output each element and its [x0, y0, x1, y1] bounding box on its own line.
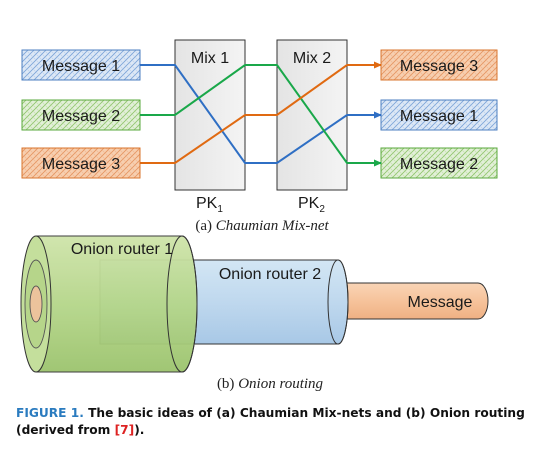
message-label: Message: [408, 294, 473, 311]
pk-2-label: PK2: [298, 195, 325, 215]
route-message-3: [140, 61, 382, 164]
figure-canvas: Mix 1 Mix 2 PK1 PK2 Message 1 Message 2 …: [20, 39, 498, 392]
onion-router-1: Onion router 1: [20, 235, 198, 373]
mixnet-caption: (a) Chaumian Mix-net: [195, 218, 329, 234]
mix-1-title: Mix 1: [191, 50, 229, 67]
mix-1-box: Mix 1: [174, 39, 246, 191]
onion-diagram: Message Onion router 2 Onion router 1 (b…: [20, 235, 489, 392]
output-message-1: Message 1: [380, 99, 498, 131]
mix-routes: [140, 61, 382, 167]
output-message-2-label: Message 2: [400, 156, 478, 173]
input-message-3-label: Message 3: [42, 156, 120, 173]
onion-caption: (b) Onion routing: [217, 376, 324, 392]
output-message-1-label: Message 1: [400, 108, 478, 125]
onion-router-1-label: Onion router 1: [71, 241, 173, 258]
input-message-2-label: Message 2: [42, 108, 120, 125]
figure-reference-link[interactable]: [7]: [114, 423, 135, 437]
mixnet-diagram: Mix 1 Mix 2 PK1 PK2 Message 1 Message 2 …: [21, 39, 498, 234]
figure-caption-end: ).: [134, 423, 145, 437]
input-message-3: Message 3: [21, 147, 141, 179]
input-message-1: Message 1: [21, 49, 141, 81]
mix-2-box: Mix 2: [276, 39, 348, 191]
input-message-2: Message 2: [21, 99, 141, 131]
figure-caption: FIGURE 1. The basic ideas of (a) Chaumia…: [16, 405, 526, 439]
output-message-3: Message 3: [380, 49, 498, 81]
output-message-2: Message 2: [380, 147, 498, 179]
onion-router-2-label: Onion router 2: [219, 266, 321, 283]
mix-2-title: Mix 2: [293, 50, 331, 67]
route-message-1: [140, 64, 382, 164]
output-message-3-label: Message 3: [400, 58, 478, 75]
route-message-2: [140, 64, 382, 167]
input-message-1-label: Message 1: [42, 58, 120, 75]
figure-number: FIGURE 1.: [16, 406, 84, 420]
pk-1-label: PK1: [196, 195, 223, 215]
figure-caption-text: The basic ideas of (a) Chaumian Mix-nets…: [16, 406, 525, 437]
